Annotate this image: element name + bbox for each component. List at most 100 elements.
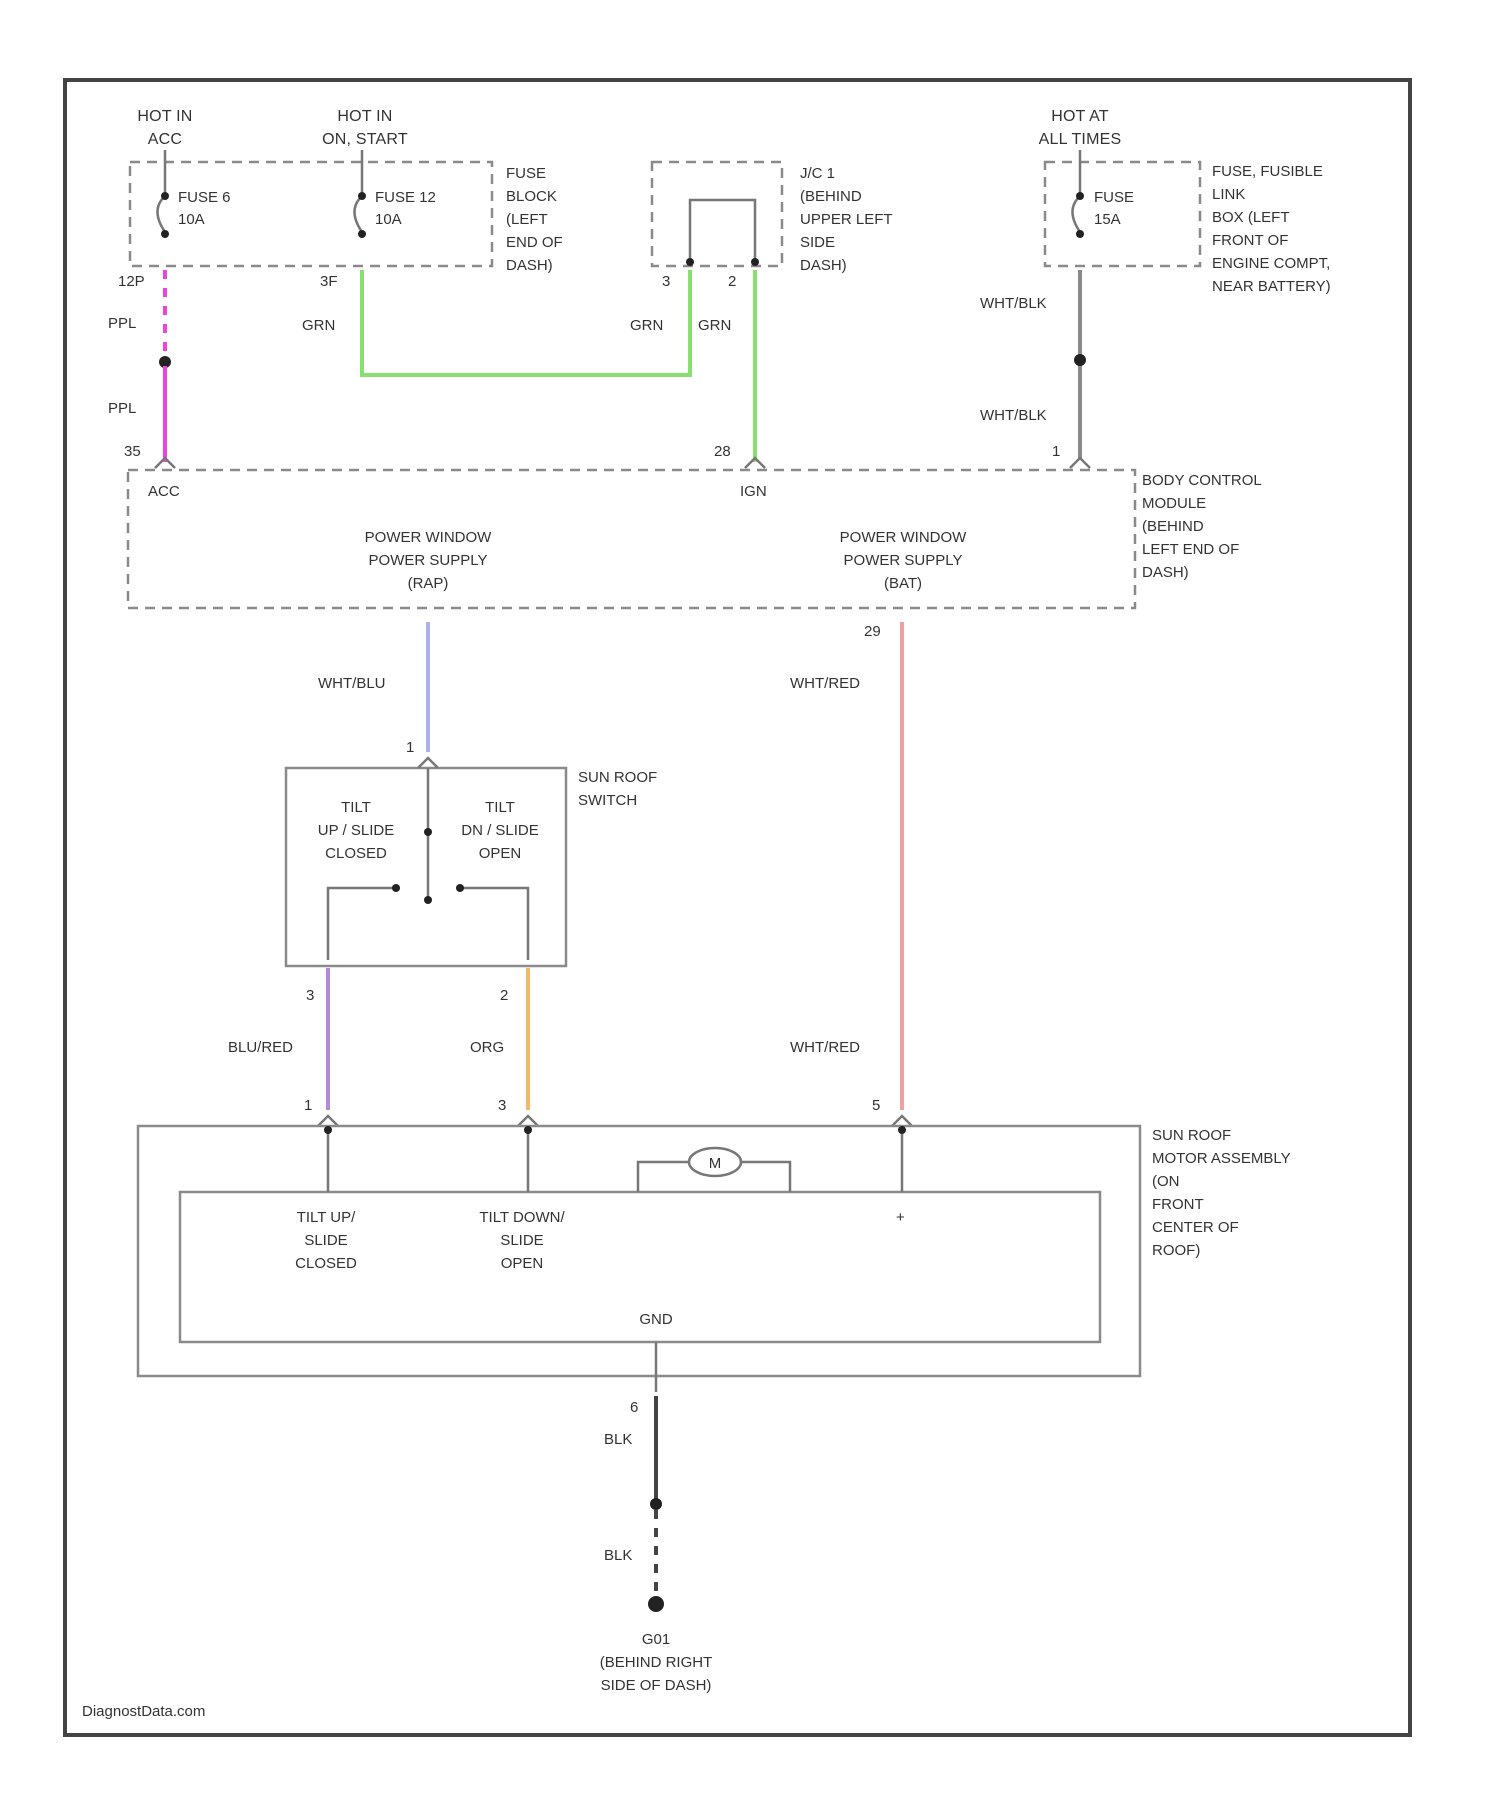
motor-pin-gnd: 6 — [630, 1399, 638, 1416]
svg-text:MODULE: MODULE — [1142, 495, 1206, 512]
bcm-pin-out-bat: 29 — [864, 623, 881, 640]
svg-text:DN / SLIDE: DN / SLIDE — [461, 822, 539, 839]
fuse-block-label: FUSE BLOCK (LEFT END OF DASH) — [506, 165, 563, 274]
wire-label-ppl-2: PPL — [108, 400, 136, 417]
fuse-6-rating: 10A — [178, 211, 205, 228]
svg-text:TILT UP/: TILT UP/ — [297, 1209, 356, 1226]
svg-text:ON, START: ON, START — [322, 131, 408, 148]
svg-text:(BEHIND RIGHT: (BEHIND RIGHT — [600, 1654, 713, 1671]
motor-symbol: M — [638, 1148, 790, 1192]
svg-text:SUN ROOF: SUN ROOF — [1152, 1127, 1231, 1144]
svg-text:OPEN: OPEN — [501, 1255, 544, 1272]
svg-text:FUSE: FUSE — [506, 165, 546, 182]
wire-label-wht-red-1: WHT/RED — [790, 675, 860, 692]
svg-text:BODY CONTROL: BODY CONTROL — [1142, 472, 1262, 489]
wire-label-grn-2: GRN — [630, 317, 663, 334]
wire-label-org: ORG — [470, 1039, 504, 1056]
svg-text:J/C 1: J/C 1 — [800, 165, 835, 182]
ground-label: G01 (BEHIND RIGHT SIDE OF DASH) — [600, 1631, 713, 1694]
switch-pin-in: 1 — [406, 739, 414, 756]
svg-text:FRONT: FRONT — [1152, 1196, 1204, 1213]
bcm-pin-bat: 1 — [1052, 443, 1060, 460]
fuse-block-pin-left: 12P — [118, 273, 145, 290]
wire-label-blk-1: BLK — [604, 1431, 632, 1448]
svg-text:POWER WINDOW: POWER WINDOW — [365, 529, 492, 546]
wire-label-grn-3: GRN — [698, 317, 731, 334]
svg-text:POWER SUPPLY: POWER SUPPLY — [369, 552, 488, 569]
bcm-pin-ign: 28 — [714, 443, 731, 460]
wire-label-blu-red: BLU/RED — [228, 1039, 293, 1056]
svg-text:UPPER LEFT: UPPER LEFT — [800, 211, 893, 228]
wire-label-grn-1: GRN — [302, 317, 335, 334]
svg-text:(LEFT: (LEFT — [506, 211, 548, 228]
svg-text:HOT IN: HOT IN — [337, 108, 392, 125]
motor-assembly-label: SUN ROOF MOTOR ASSEMBLY (ON FRONT CENTER… — [1152, 1127, 1291, 1259]
svg-text:SWITCH: SWITCH — [578, 792, 637, 809]
svg-text:TILT: TILT — [341, 799, 371, 816]
svg-text:(BEHIND: (BEHIND — [1142, 518, 1204, 535]
svg-text:POWER WINDOW: POWER WINDOW — [840, 529, 967, 546]
svg-text:DASH): DASH) — [1142, 564, 1189, 581]
switch-pin-out-2: 2 — [500, 987, 508, 1004]
svg-text:HOT AT: HOT AT — [1051, 108, 1109, 125]
svg-text:HOT IN: HOT IN — [137, 108, 192, 125]
switch-tilt-dn-label: TILT DN / SLIDE OPEN — [461, 799, 539, 862]
svg-text:ROOF): ROOF) — [1152, 1242, 1200, 1259]
motor-plus-label: + — [896, 1209, 905, 1226]
jc1-box — [652, 162, 782, 266]
motor-tilt-up-label: TILT UP/ SLIDE CLOSED — [295, 1209, 357, 1272]
ground-point — [648, 1596, 664, 1612]
svg-text:FUSE: FUSE — [1094, 189, 1134, 206]
watermark: DiagnostData.com — [82, 1703, 205, 1720]
connector-motor-2 — [518, 1116, 538, 1126]
fuse-12-rating: 10A — [375, 211, 402, 228]
motor-pin-3: 5 — [872, 1097, 880, 1114]
connector-bcm-ign — [745, 458, 765, 468]
bcm-acc-label: ACC — [148, 483, 180, 500]
svg-text:DASH): DASH) — [800, 257, 847, 274]
svg-text:MOTOR ASSEMBLY: MOTOR ASSEMBLY — [1152, 1150, 1291, 1167]
connector-motor-1 — [318, 1116, 338, 1126]
jc1-jumper — [690, 200, 755, 262]
wire-label-wht-blu: WHT/BLU — [318, 675, 386, 692]
bcm-box — [128, 470, 1135, 608]
svg-text:NEAR BATTERY): NEAR BATTERY) — [1212, 278, 1331, 295]
jc1-pin-right: 2 — [728, 273, 736, 290]
wire-label-blk-2: BLK — [604, 1547, 632, 1564]
wire-label-wht-blk-2: WHT/BLK — [980, 407, 1047, 424]
jc1-pin-left: 3 — [662, 273, 670, 290]
wire-label-ppl-1: PPL — [108, 315, 136, 332]
diagram-frame — [65, 80, 1410, 1735]
svg-text:ENGINE COMPT,: ENGINE COMPT, — [1212, 255, 1330, 272]
fuse-12-name: FUSE 12 — [375, 189, 436, 206]
svg-text:(BAT): (BAT) — [884, 575, 922, 592]
connector-motor-3 — [892, 1116, 912, 1126]
connector-switch-in — [418, 758, 438, 768]
svg-text:SIDE: SIDE — [800, 234, 835, 251]
switch-contacts — [328, 768, 528, 960]
jc1-label: J/C 1 (BEHIND UPPER LEFT SIDE DASH) — [800, 165, 893, 274]
svg-text:15A: 15A — [1094, 211, 1121, 228]
fuse-6-name: FUSE 6 — [178, 189, 231, 206]
svg-text:BLOCK: BLOCK — [506, 188, 557, 205]
svg-text:(BEHIND: (BEHIND — [800, 188, 862, 205]
svg-text:BOX (LEFT: BOX (LEFT — [1212, 209, 1290, 226]
svg-text:(ON: (ON — [1152, 1173, 1180, 1190]
switch-tilt-up-label: TILT UP / SLIDE CLOSED — [318, 799, 394, 862]
svg-text:DASH): DASH) — [506, 257, 553, 274]
svg-text:SIDE OF DASH): SIDE OF DASH) — [601, 1677, 712, 1694]
supply-all-times-label: HOT AT ALL TIMES — [1039, 108, 1122, 148]
fusible-link-label: FUSE, FUSIBLE LINK BOX (LEFT FRONT OF EN… — [1212, 163, 1331, 295]
bcm-label: BODY CONTROL MODULE (BEHIND LEFT END OF … — [1142, 472, 1262, 581]
supply-on-start-label: HOT IN ON, START — [322, 108, 408, 148]
svg-text:LEFT END OF: LEFT END OF — [1142, 541, 1239, 558]
svg-text:CENTER OF: CENTER OF — [1152, 1219, 1239, 1236]
svg-text:ACC: ACC — [148, 131, 182, 148]
motor-tilt-down-label: TILT DOWN/ SLIDE OPEN — [479, 1209, 565, 1272]
fusible-link-box — [1045, 162, 1200, 266]
splice-wht-blk — [1074, 354, 1086, 366]
svg-text:G01: G01 — [642, 1631, 670, 1648]
svg-text:CLOSED: CLOSED — [325, 845, 387, 862]
svg-text:FUSE, FUSIBLE: FUSE, FUSIBLE — [1212, 163, 1323, 180]
